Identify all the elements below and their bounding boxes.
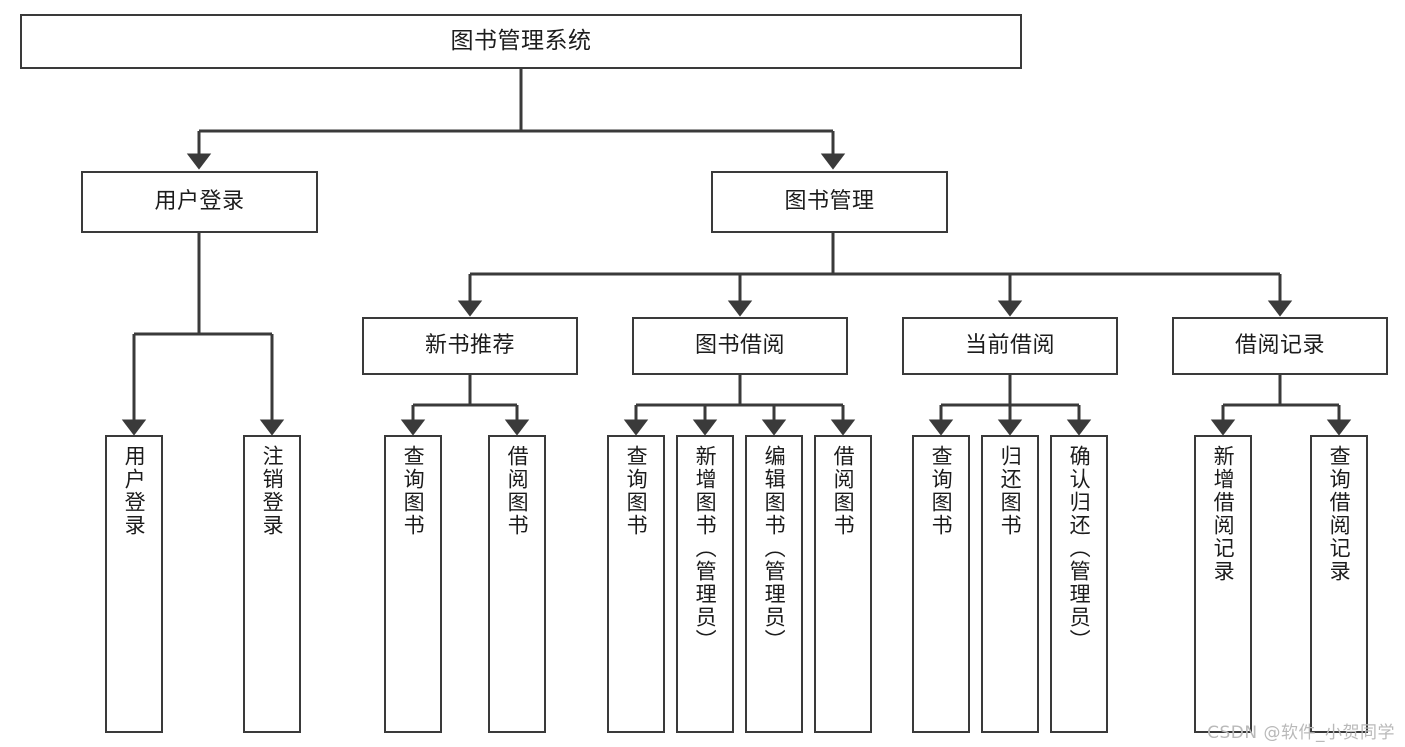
leaf-borrow-add-book-label: 新增图书（管理员） (693, 445, 718, 652)
node-user-login[interactable]: 用户登录 (81, 171, 318, 233)
node-borrow-record-label: 借阅记录 (1234, 332, 1325, 358)
node-borrow-record[interactable]: 借阅记录 (1172, 317, 1388, 375)
leaf-borrow-borrow-book-label: 借阅图书 (831, 445, 856, 537)
leaf-user-login[interactable]: 用户登录 (105, 435, 163, 733)
node-new-book-recommend-label: 新书推荐 (424, 332, 515, 358)
leaf-borrow-edit-book[interactable]: 编辑图书（管理员） (745, 435, 803, 733)
leaf-borrow-borrow-book[interactable]: 借阅图书 (814, 435, 872, 733)
csdn-watermark: CSDN @软件_小贺同学 (1207, 723, 1395, 743)
leaf-new-book-borrow[interactable]: 借阅图书 (488, 435, 546, 733)
leaf-new-book-borrow-label: 借阅图书 (505, 445, 530, 537)
node-new-book-recommend[interactable]: 新书推荐 (362, 317, 578, 375)
node-book-management[interactable]: 图书管理 (711, 171, 948, 233)
node-user-login-label: 用户登录 (154, 188, 245, 214)
node-root-system-label: 图书管理系统 (450, 27, 592, 54)
leaf-current-return-book[interactable]: 归还图书 (981, 435, 1039, 733)
node-book-borrow[interactable]: 图书借阅 (632, 317, 848, 375)
leaf-current-return-book-label: 归还图书 (998, 445, 1023, 537)
node-current-borrow[interactable]: 当前借阅 (902, 317, 1118, 375)
leaf-borrow-add-book[interactable]: 新增图书（管理员） (676, 435, 734, 733)
leaf-record-add[interactable]: 新增借阅记录 (1194, 435, 1252, 733)
leaf-current-query-book-label: 查询图书 (929, 445, 954, 537)
leaf-new-book-query[interactable]: 查询图书 (384, 435, 442, 733)
leaf-current-confirm-return[interactable]: 确认归还（管理员） (1050, 435, 1108, 733)
leaf-record-query[interactable]: 查询借阅记录 (1310, 435, 1368, 733)
leaf-record-query-label: 查询借阅记录 (1327, 445, 1352, 583)
leaf-user-login-label: 用户登录 (122, 445, 147, 537)
node-book-management-label: 图书管理 (784, 188, 875, 214)
leaf-current-confirm-return-label: 确认归还（管理员） (1067, 445, 1092, 652)
leaf-user-logout[interactable]: 注销登录 (243, 435, 301, 733)
leaf-borrow-query-book[interactable]: 查询图书 (607, 435, 665, 733)
node-current-borrow-label: 当前借阅 (964, 332, 1055, 358)
leaf-current-query-book[interactable]: 查询图书 (912, 435, 970, 733)
node-root-system[interactable]: 图书管理系统 (20, 14, 1022, 69)
leaf-borrow-query-book-label: 查询图书 (624, 445, 649, 537)
node-book-borrow-label: 图书借阅 (694, 332, 785, 358)
leaf-user-logout-label: 注销登录 (260, 445, 285, 537)
leaf-borrow-edit-book-label: 编辑图书（管理员） (762, 445, 787, 652)
leaf-new-book-query-label: 查询图书 (401, 445, 426, 537)
leaf-record-add-label: 新增借阅记录 (1211, 445, 1236, 583)
